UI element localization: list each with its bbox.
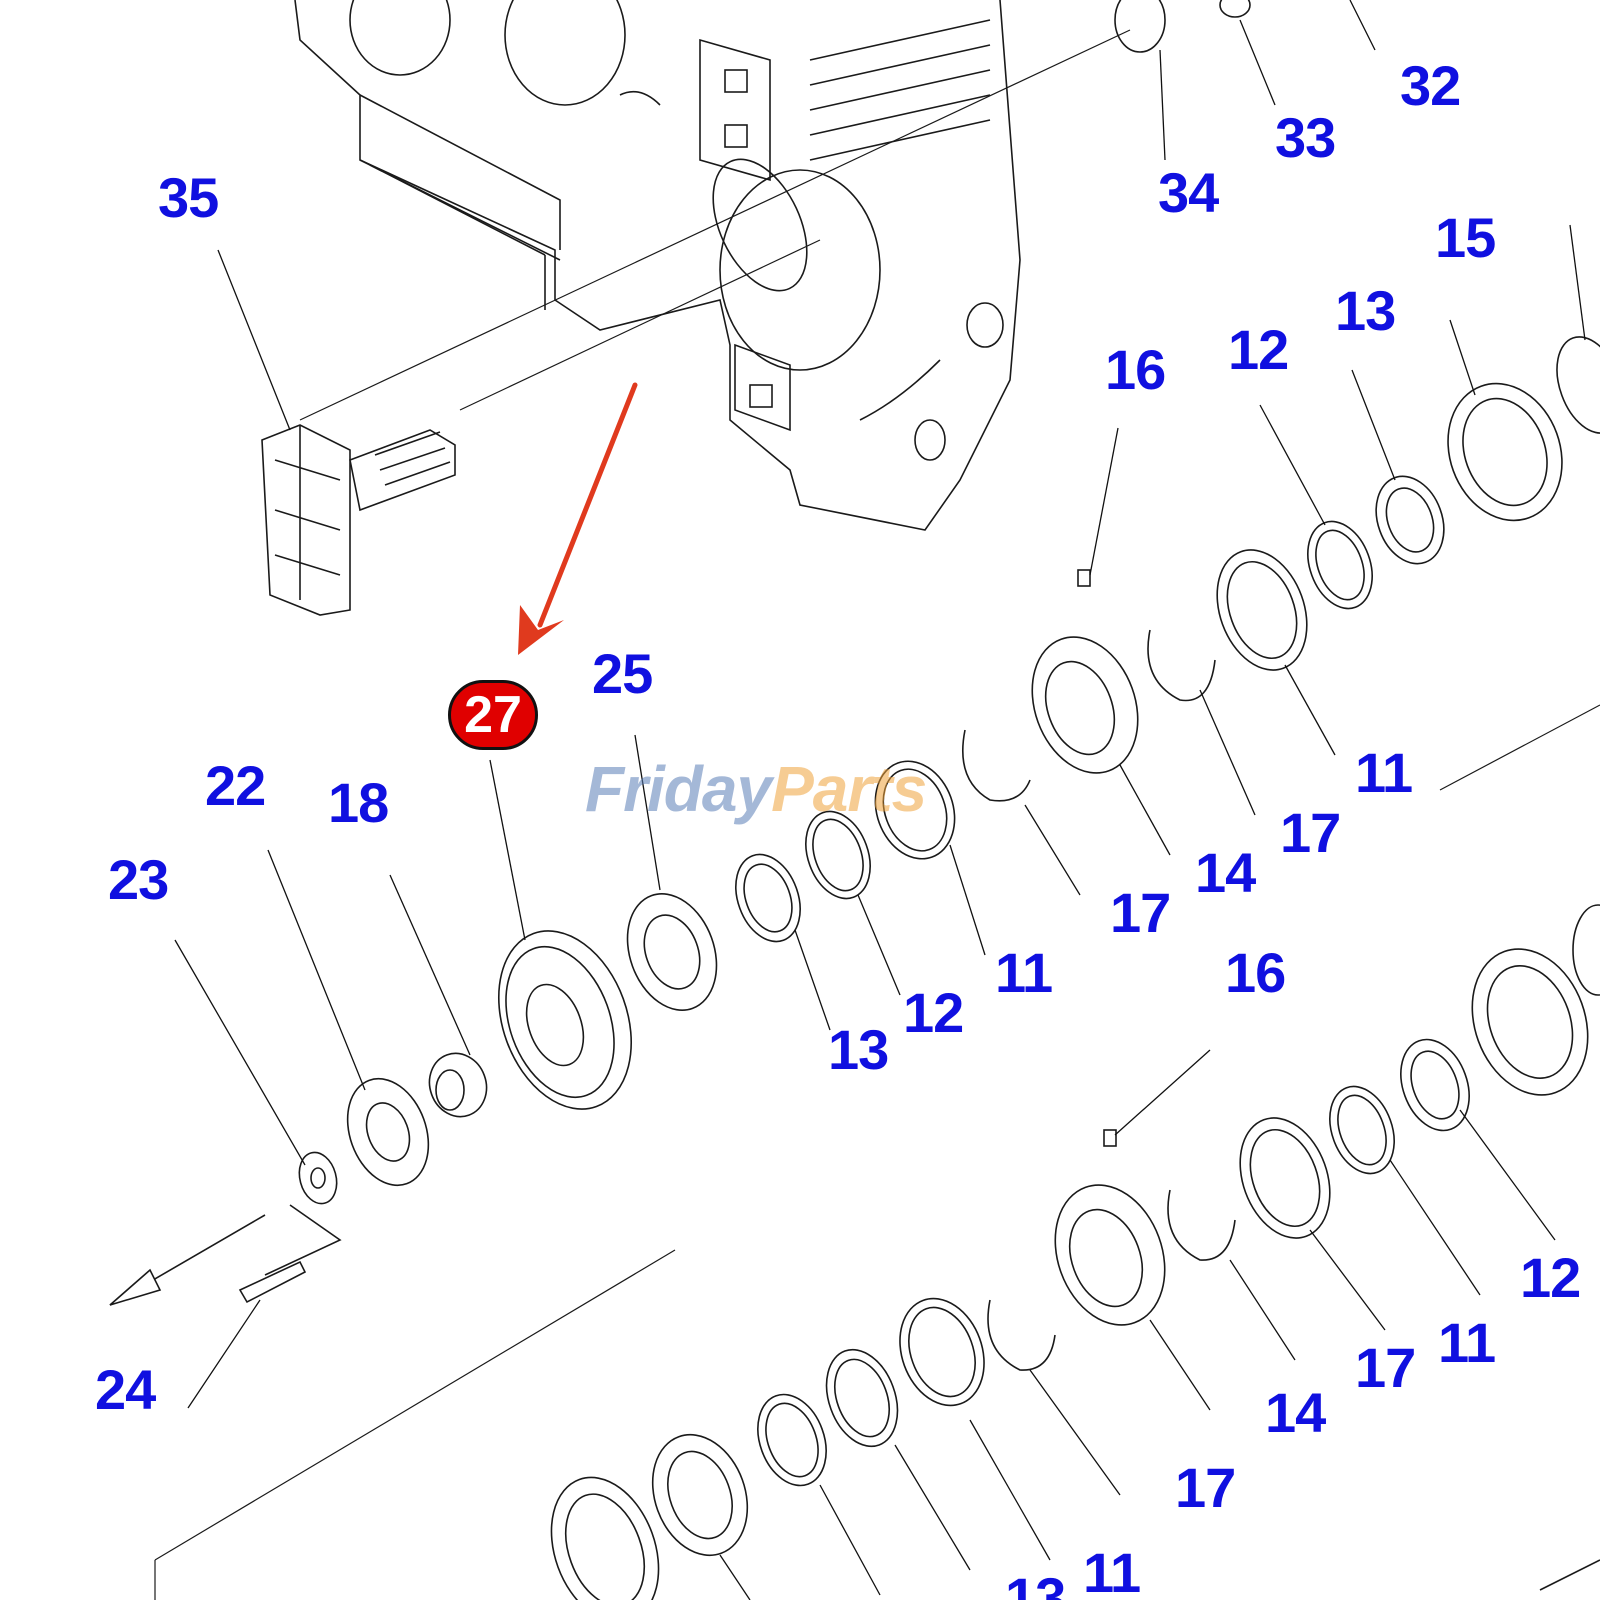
callout-11: 11 (1438, 1311, 1496, 1374)
callout-11: 11 (1083, 1541, 1141, 1600)
callout-24: 24 (95, 1358, 156, 1421)
callout-35: 35 (158, 166, 219, 229)
callout-14: 14 (1195, 841, 1256, 904)
callout-13: 13 (1335, 279, 1396, 342)
callout-17: 17 (1175, 1456, 1236, 1519)
callout-23: 23 (108, 848, 169, 911)
callout-22: 22 (205, 754, 266, 817)
callout-16: 16 (1105, 338, 1166, 401)
callout-15: 15 (1435, 206, 1496, 269)
callout-16: 16 (1225, 941, 1286, 1004)
watermark-main: Friday (585, 753, 772, 825)
transmission-housing (294, 0, 1021, 531)
callout-13: 13 (1005, 1566, 1066, 1600)
callout-17: 17 (1280, 801, 1341, 864)
leader-lines (174, 0, 1586, 1600)
highlight-arrow (518, 382, 638, 655)
brand-watermark: FridayParts (585, 752, 927, 826)
callout-34: 34 (1158, 161, 1219, 224)
callout-33: 33 (1275, 106, 1336, 169)
callout-11: 11 (1355, 741, 1413, 804)
callout-12: 12 (903, 981, 964, 1044)
part-24-bolt (109, 1204, 342, 1306)
upper-shaft-parts (298, 0, 1600, 1205)
callout-32: 32 (1400, 54, 1461, 117)
highlighted-part-badge: 27 (448, 680, 538, 750)
callout-11: 11 (995, 941, 1053, 1004)
callout-12: 12 (1228, 318, 1289, 381)
callout-18: 18 (328, 771, 389, 834)
callout-17: 17 (1355, 1336, 1416, 1399)
watermark-accent: Parts (771, 753, 927, 825)
lower-shaft-parts (550, 904, 1600, 1600)
callout-25: 25 (592, 642, 653, 705)
callout-12: 12 (1520, 1246, 1581, 1309)
callout-14: 14 (1265, 1381, 1326, 1444)
callout-13: 13 (828, 1018, 889, 1081)
part-35-yoke (261, 424, 456, 616)
callout-17: 17 (1110, 881, 1171, 944)
